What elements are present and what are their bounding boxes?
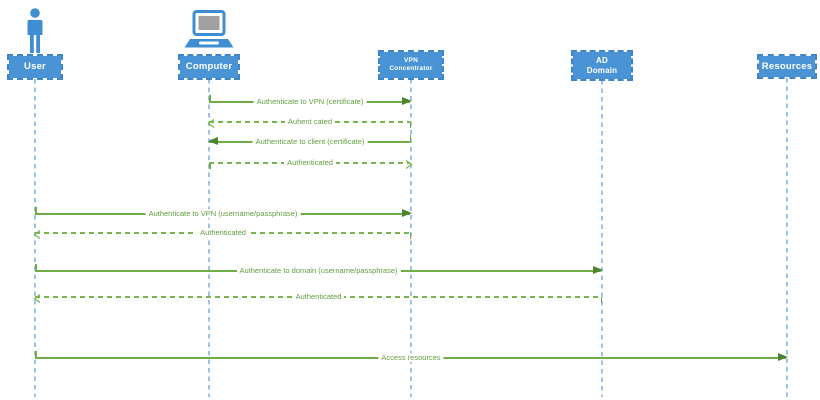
message-label: Access resources: [378, 353, 444, 363]
message-label: Authenticated: [284, 158, 336, 168]
open-arrowhead-icon: [404, 157, 413, 175]
arrowhead-icon: [402, 209, 412, 217]
open-arrowhead-icon: [207, 116, 216, 134]
message-label: Authenticate to client (certificate): [252, 137, 368, 147]
message-label: Auhent cated: [284, 117, 336, 127]
origin-stub: [209, 95, 211, 102]
origin-stub: [409, 122, 411, 128]
actor-resources: Resources: [757, 54, 817, 79]
open-arrowhead-icon: [33, 291, 42, 309]
message-label: Authenticate to domain (username/passphr…: [236, 266, 401, 276]
actor-label: Concentrator: [389, 65, 433, 72]
lifeline-vpn: [410, 79, 412, 397]
lifeline-user: [34, 79, 36, 397]
arrowhead-icon: [402, 97, 412, 105]
actor-label: User: [24, 61, 46, 73]
lifeline-computer: [208, 79, 210, 397]
person-icon: [20, 8, 50, 54]
message-label: Authenticated: [197, 228, 249, 238]
origin-stub: [35, 207, 37, 214]
actor-label: AD: [596, 55, 608, 65]
message-label: Authenticate to VPN (username/passphrase…: [145, 209, 301, 219]
origin-stub: [409, 233, 411, 239]
arrowhead-icon: [593, 266, 603, 274]
origin-stub: [209, 163, 211, 169]
origin-stub: [600, 297, 602, 303]
lifeline-resources: [786, 78, 788, 397]
actor-label: Domain: [586, 65, 618, 75]
lifeline-ad: [601, 80, 603, 397]
origin-stub: [35, 351, 37, 358]
actor-user: User: [7, 54, 63, 80]
origin-stub: [35, 264, 37, 271]
actor-label: Resources: [761, 60, 813, 72]
actor-computer: Computer: [178, 54, 240, 80]
arrowhead-icon: [208, 137, 218, 145]
message-label: Authenticate to VPN (certificate): [253, 97, 367, 107]
origin-stub: [409, 135, 411, 142]
laptop-icon: [182, 10, 236, 54]
actor-label: VPN: [404, 56, 418, 64]
actor-label: Computer: [185, 61, 233, 73]
open-arrowhead-icon: [33, 227, 42, 245]
message-label: Authenticated: [292, 292, 345, 302]
arrowhead-icon: [778, 353, 788, 361]
